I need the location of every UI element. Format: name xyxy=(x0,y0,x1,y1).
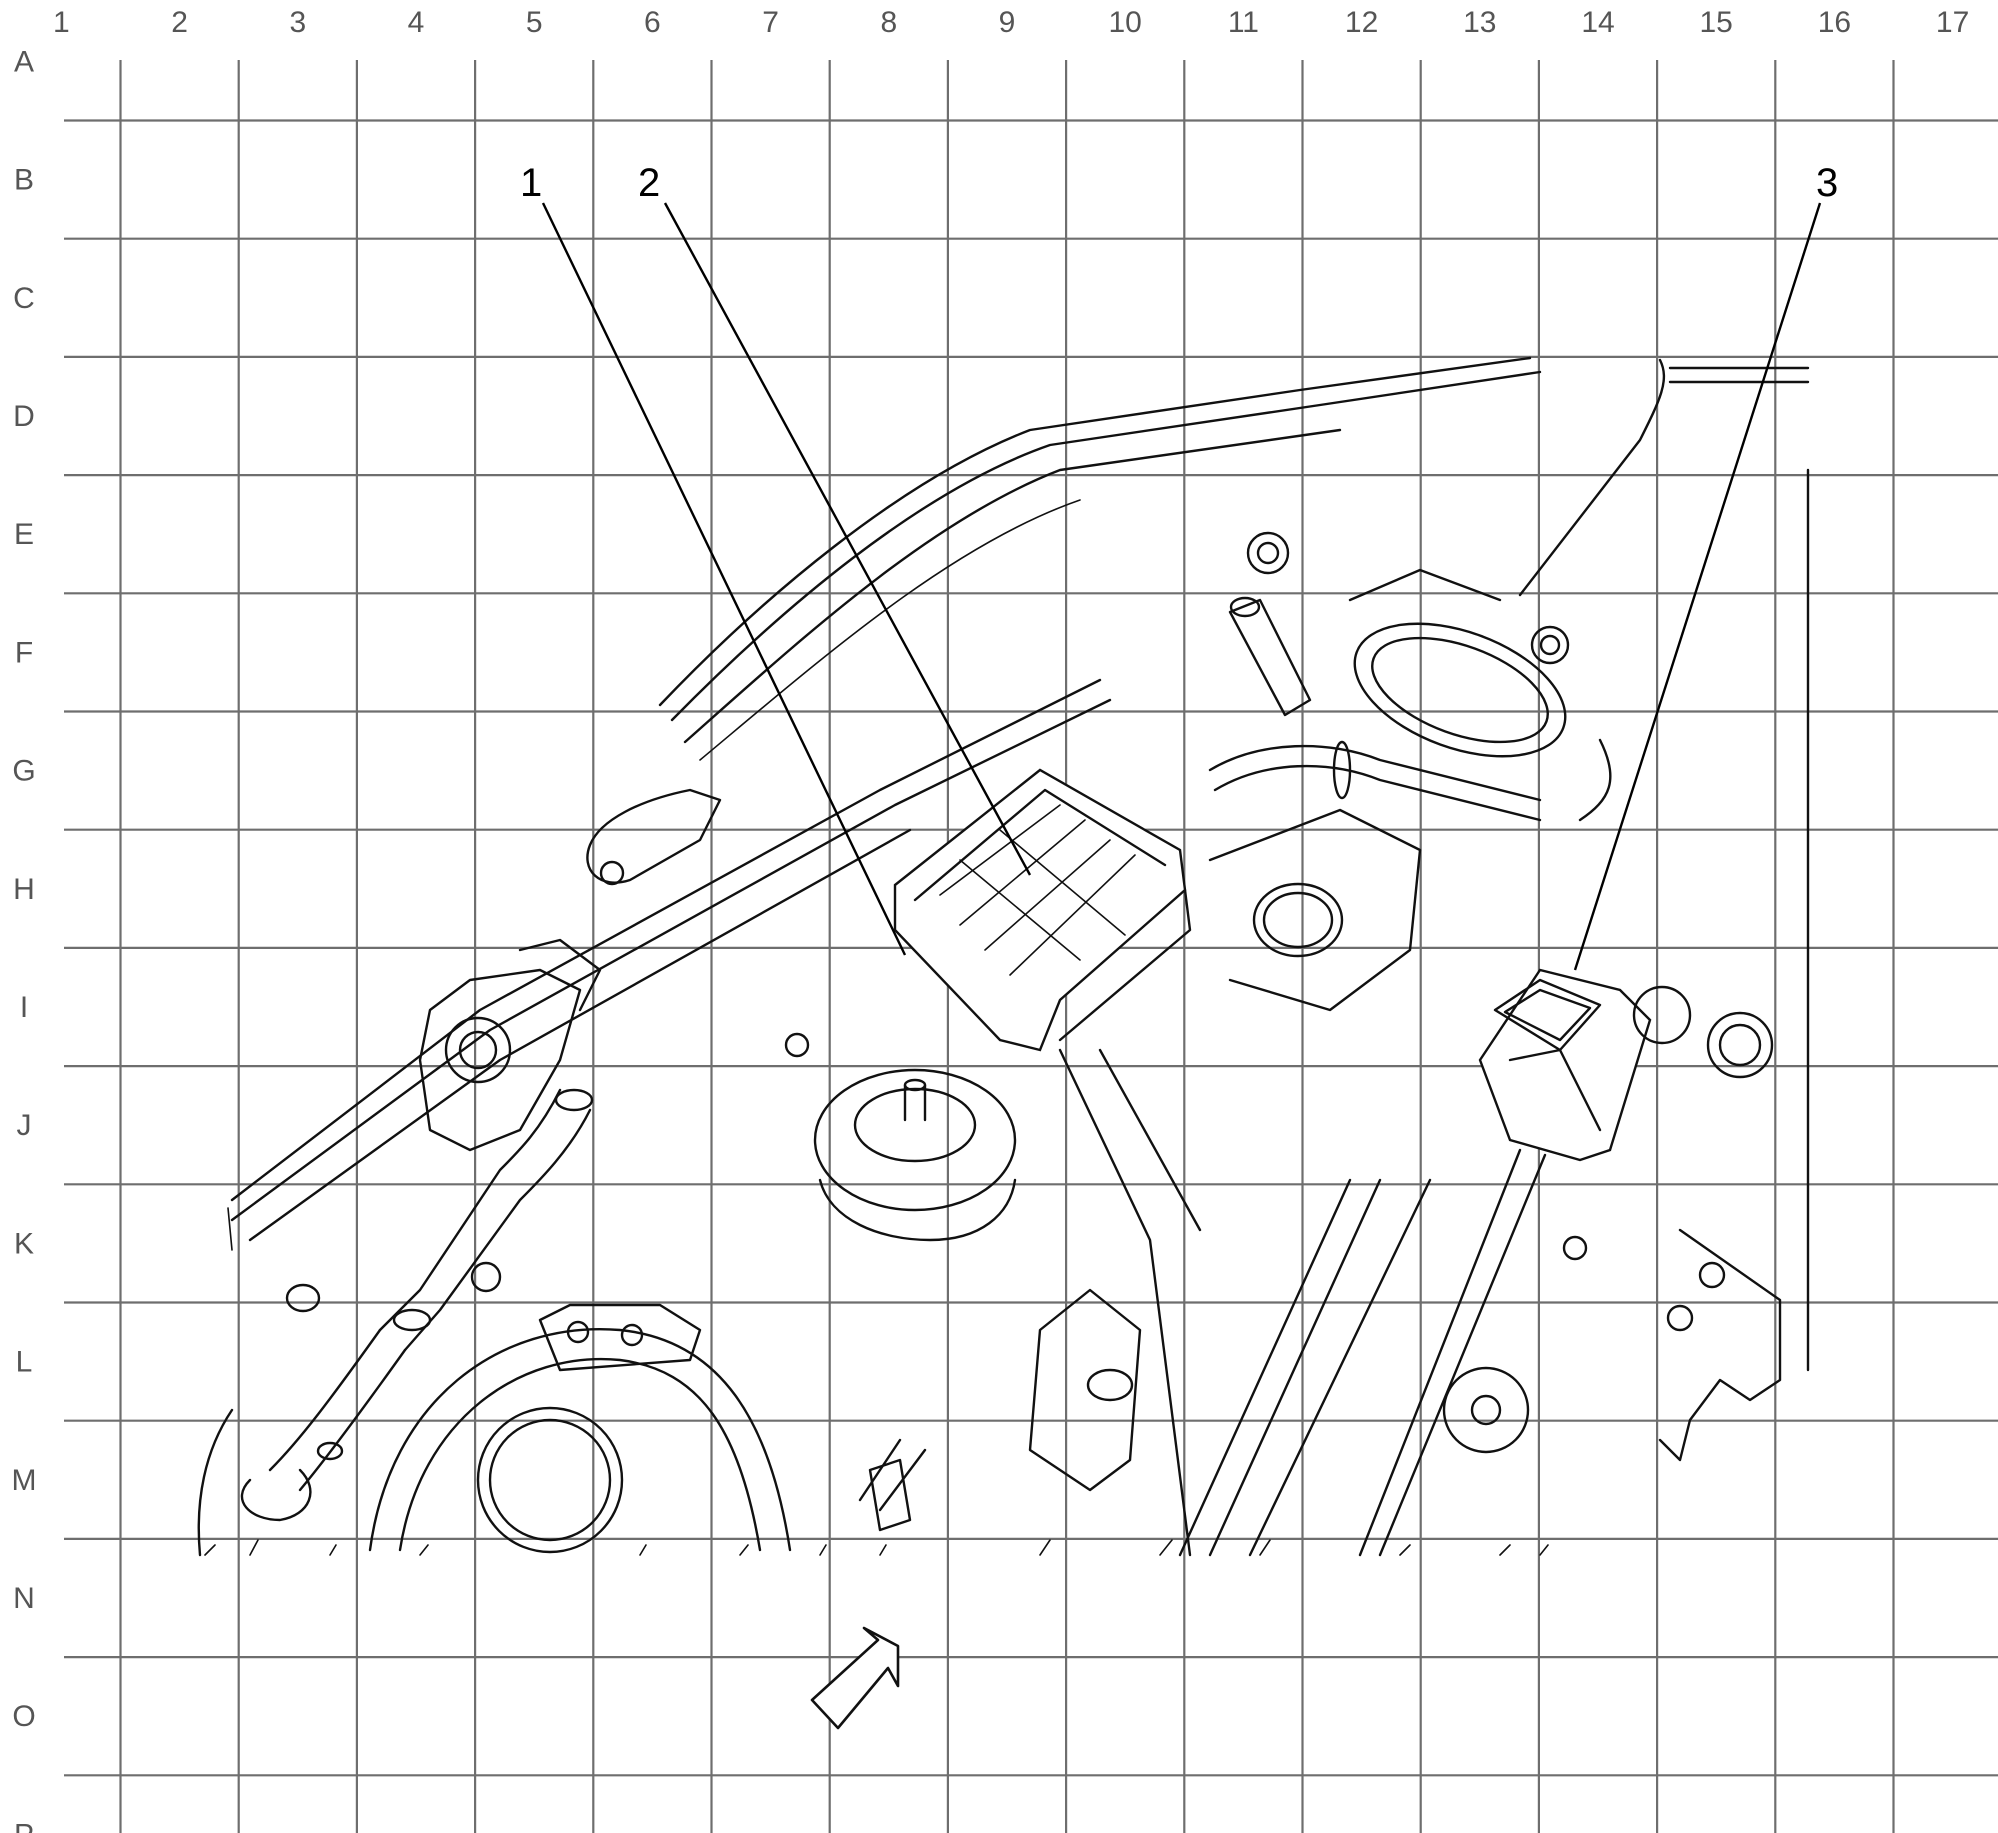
grid-column-label: 15 xyxy=(1700,6,1733,39)
grid-column-label: 9 xyxy=(999,6,1016,39)
row-labels: A B C D E F G H I J K L M N O P xyxy=(12,45,37,1833)
grid-row-label: E xyxy=(14,518,34,551)
grid-column-label: 2 xyxy=(171,6,188,39)
grid-column-label: 11 xyxy=(1228,6,1259,39)
grid-row-label: G xyxy=(12,755,35,788)
grid-column-label: 4 xyxy=(408,6,425,39)
grid-row-label: F xyxy=(15,636,33,669)
grid-column-label: 7 xyxy=(762,6,779,39)
grid-column-label: 16 xyxy=(1818,6,1851,39)
grid-row-label: J xyxy=(17,1109,32,1142)
grid-row-label: N xyxy=(13,1582,35,1615)
grid-row-label: H xyxy=(13,873,35,906)
grid-column-label: 14 xyxy=(1581,6,1614,39)
grid-column-label: 17 xyxy=(1936,6,1969,39)
grid-row-label: B xyxy=(14,164,34,197)
grid-row-label: D xyxy=(13,400,35,433)
grid-column-label: 6 xyxy=(644,6,661,39)
grid-column-label: 5 xyxy=(526,6,543,39)
grid-row-label: C xyxy=(13,282,35,315)
grid-row-label: A xyxy=(14,45,34,78)
grid-row-label: I xyxy=(20,991,28,1024)
grid-row-label: M xyxy=(12,1464,37,1497)
grid-column-label: 12 xyxy=(1345,6,1378,39)
callout-leaders xyxy=(541,202,1822,971)
callout-2-leader xyxy=(663,202,1032,876)
grid-row-label: L xyxy=(16,1346,33,1379)
grid-column-label: 13 xyxy=(1463,6,1496,39)
callout-3-leader xyxy=(1573,202,1822,971)
component-line-art xyxy=(197,356,1810,1557)
grid-column-label: 10 xyxy=(1109,6,1142,39)
callout-1-label: 1 xyxy=(520,161,542,205)
grid-row-label: O xyxy=(12,1700,35,1733)
grid-row-label: P xyxy=(14,1818,34,1833)
grid-column-label: 3 xyxy=(289,6,306,39)
callout-1-leader xyxy=(541,202,907,956)
grid-column-label: 1 xyxy=(53,6,70,39)
reference-grid xyxy=(64,60,1998,1833)
callout-2-label: 2 xyxy=(638,161,660,205)
view-direction-arrow-icon xyxy=(810,1626,900,1730)
callout-3-label: 3 xyxy=(1816,161,1838,205)
grid-row-label: K xyxy=(14,1227,34,1260)
grid-column-label: 8 xyxy=(880,6,897,39)
